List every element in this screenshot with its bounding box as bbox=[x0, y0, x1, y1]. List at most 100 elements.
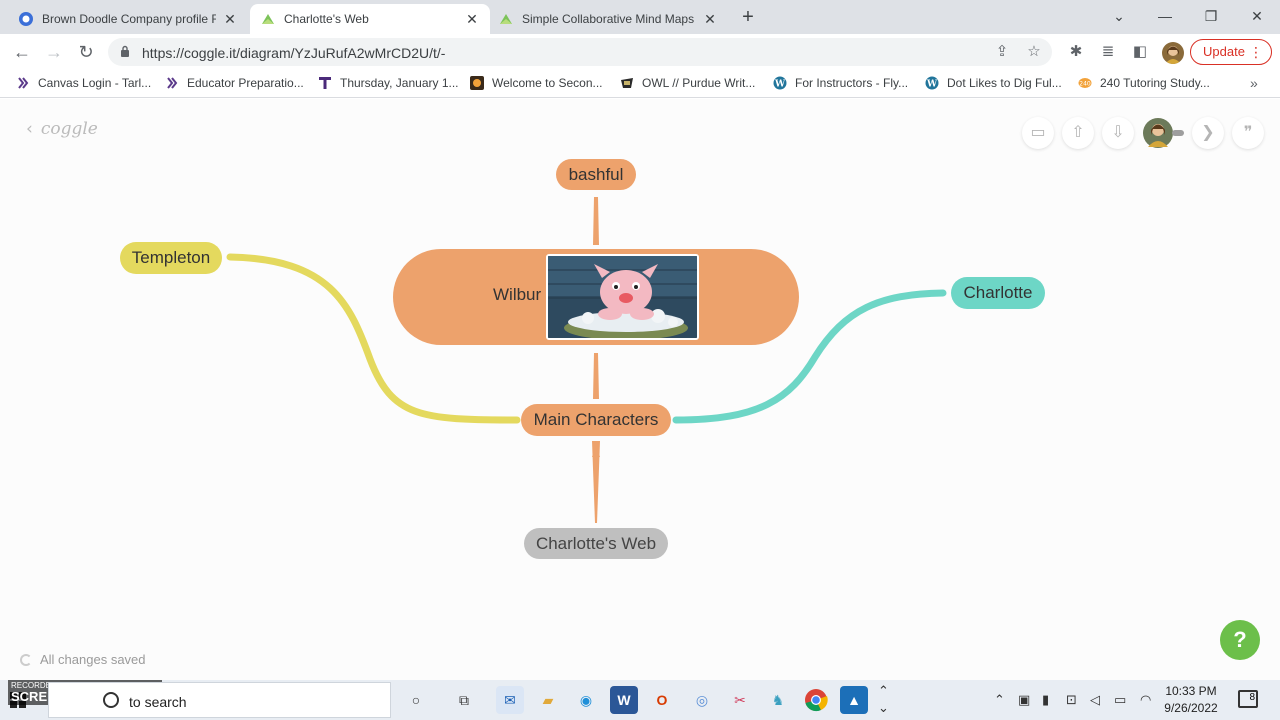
owl-favicon-icon bbox=[621, 78, 633, 88]
back-arrow-icon[interactable]: ← bbox=[13, 42, 31, 62]
watermark-top: RECORDED WITH bbox=[11, 681, 80, 690]
extensions-puzzle-icon[interactable]: ✱ bbox=[1069, 43, 1083, 60]
branch-wilbur-bashful bbox=[593, 197, 599, 245]
bookmark-label: Welcome to Secon... bbox=[492, 76, 603, 90]
mail-icon[interactable]: ✉ bbox=[496, 686, 524, 714]
cortana-icon[interactable]: ○ bbox=[411, 692, 421, 708]
help-button[interactable]: ? bbox=[1220, 620, 1260, 660]
mindmap-connectors bbox=[226, 197, 947, 523]
branch-main-wilbur bbox=[593, 353, 599, 399]
notification-count: 8 bbox=[1249, 692, 1255, 703]
windows-taskbar: RECORDED WITHSCREENCAST-O-MATIC to searc… bbox=[0, 680, 1280, 720]
bookmark-thursday[interactable]: Thursday, January 1... bbox=[318, 76, 459, 90]
restore-button[interactable]: ❐ bbox=[1204, 8, 1218, 24]
bookmark-label: Educator Preparatio... bbox=[187, 76, 304, 90]
bookmark-welcome[interactable]: Welcome to Secon... bbox=[470, 76, 603, 90]
task-view-icon[interactable]: ⧉ bbox=[459, 692, 469, 708]
recording-icon[interactable]: ⊡ bbox=[1066, 692, 1077, 707]
tab-simple-mind-maps[interactable]: Simple Collaborative Mind Maps ✕ bbox=[488, 4, 728, 34]
tab-search-button[interactable]: ⌄ bbox=[1113, 8, 1125, 24]
node-label: Templeton bbox=[131, 248, 211, 267]
address-bar[interactable]: https://coggle.it/diagram/YzJuRufA2wMrCD… bbox=[108, 38, 1052, 66]
forward-arrow-icon[interactable]: → bbox=[45, 42, 63, 62]
node-charlotte[interactable]: Charlotte bbox=[951, 277, 1045, 309]
node-bashful[interactable]: bashful bbox=[556, 159, 636, 190]
browser-toolbar: ← → ↻ https://coggle.it/diagram/YzJuRufA… bbox=[0, 34, 1280, 70]
microphone-icon[interactable]: ▮ bbox=[1042, 692, 1050, 707]
notification-center-icon[interactable]: 8 bbox=[1238, 690, 1258, 708]
media-control-icon[interactable]: ≣ bbox=[1101, 43, 1115, 60]
node-root-charlottes-web[interactable]: Charlotte's Web bbox=[524, 528, 668, 559]
present-screen-icon[interactable]: ▭ bbox=[1022, 117, 1054, 149]
collaborator-avatar[interactable] bbox=[1142, 117, 1186, 149]
tarleton-favicon-icon bbox=[167, 77, 178, 89]
bookmark-star-icon[interactable]: ☆ bbox=[1027, 43, 1041, 60]
bookmarks-bar: Canvas Login - Tarl... Educator Preparat… bbox=[0, 70, 1280, 98]
update-button[interactable]: Update ⋮ bbox=[1190, 39, 1272, 65]
profile-avatar[interactable] bbox=[1162, 42, 1184, 64]
upload-icon[interactable]: ⇧ bbox=[1062, 117, 1094, 149]
office-icon[interactable]: O bbox=[656, 692, 668, 708]
tab-title: Brown Doodle Company profile F bbox=[42, 12, 216, 26]
close-tab-icon[interactable]: ✕ bbox=[224, 10, 236, 27]
tutoring-favicon-icon: 240 bbox=[1078, 78, 1092, 88]
close-tab-icon[interactable]: ✕ bbox=[466, 10, 478, 27]
wifi-icon[interactable]: ◠ bbox=[1140, 692, 1152, 707]
taskbar-clock[interactable]: 10:33 PM 9/26/2022 bbox=[1160, 683, 1222, 717]
history-arrow-icon[interactable]: ❯ bbox=[1192, 117, 1224, 149]
bookmarks-overflow-button[interactable]: » bbox=[1250, 75, 1258, 91]
show-hidden-icons-icon[interactable]: ⌃ bbox=[994, 692, 1005, 707]
t-favicon-icon bbox=[319, 77, 331, 89]
node-label: bashful bbox=[568, 165, 624, 184]
word-icon[interactable]: W bbox=[610, 686, 638, 714]
taskbar-search-box[interactable]: to search bbox=[48, 682, 391, 718]
tab-brown-doodle[interactable]: Brown Doodle Company profile F ✕ bbox=[8, 4, 248, 34]
bookmark-240-tutoring[interactable]: 240 240 Tutoring Study... bbox=[1078, 76, 1210, 90]
tray-scroll-icon[interactable]: ⌃⌄ bbox=[878, 683, 889, 715]
node-label: Charlotte's Web bbox=[535, 534, 657, 553]
logo-text: coggle bbox=[40, 119, 98, 139]
minimize-button[interactable]: — bbox=[1158, 8, 1172, 24]
svg-text:240: 240 bbox=[1079, 81, 1091, 88]
edge-browser-icon[interactable]: ◉ bbox=[579, 692, 593, 708]
lock-icon bbox=[121, 45, 129, 57]
quote-comments-icon[interactable]: ❞ bbox=[1232, 117, 1264, 149]
close-window-button[interactable]: ✕ bbox=[1251, 8, 1263, 24]
node-main-characters[interactable]: Main Characters bbox=[521, 404, 671, 436]
bookmark-owl-purdue[interactable]: OWL // Purdue Writ... bbox=[620, 76, 755, 90]
photos-icon[interactable]: ▲ bbox=[840, 686, 868, 714]
download-icon[interactable]: ⇩ bbox=[1102, 117, 1134, 149]
coggle-logo[interactable]: ‹coggle bbox=[26, 119, 98, 139]
bookmark-label: Thursday, January 1... bbox=[340, 76, 459, 90]
share-icon[interactable]: ⇪ bbox=[995, 43, 1009, 60]
app-dog-icon[interactable]: ♞ bbox=[771, 692, 785, 708]
media-app-icon[interactable]: ◎ bbox=[695, 692, 709, 708]
reload-icon[interactable]: ↻ bbox=[78, 42, 94, 62]
tab-charlottes-web[interactable]: Charlotte's Web ✕ bbox=[250, 4, 490, 34]
clock-time: 10:33 PM bbox=[1165, 684, 1217, 698]
battery-icon[interactable]: ▭ bbox=[1114, 692, 1127, 707]
bookmark-educator-prep[interactable]: Educator Preparatio... bbox=[165, 76, 304, 90]
coggle-page: bashful Templeton Charlotte Main Charact… bbox=[0, 99, 1280, 680]
meet-now-icon[interactable]: ▣ bbox=[1018, 692, 1031, 707]
save-status-text: All changes saved bbox=[40, 652, 146, 667]
coggle-favicon-icon bbox=[262, 14, 274, 24]
search-placeholder: to search bbox=[129, 694, 187, 710]
bookmark-label: 240 Tutoring Study... bbox=[1100, 76, 1210, 90]
node-templeton[interactable]: Templeton bbox=[120, 242, 222, 274]
tab-title: Simple Collaborative Mind Maps bbox=[522, 12, 695, 26]
browser-tab-strip: Brown Doodle Company profile F ✕ Charlot… bbox=[0, 0, 1280, 34]
chrome-icon[interactable] bbox=[802, 686, 830, 714]
bookmark-label: OWL // Purdue Writ... bbox=[642, 76, 756, 90]
file-explorer-icon[interactable]: ▰ bbox=[542, 692, 554, 708]
new-tab-button[interactable]: + bbox=[742, 6, 754, 28]
side-panel-icon[interactable]: ◧ bbox=[1132, 43, 1148, 60]
volume-icon[interactable]: ◁ bbox=[1090, 692, 1100, 707]
bookmark-label: For Instructors - Fly... bbox=[795, 76, 909, 90]
snipping-tool-icon[interactable]: ✂ bbox=[734, 692, 746, 708]
bookmark-canvas-login[interactable]: Canvas Login - Tarl... bbox=[16, 76, 151, 90]
close-tab-icon[interactable]: ✕ bbox=[704, 10, 716, 27]
node-wilbur[interactable]: Wilbur bbox=[393, 249, 799, 345]
